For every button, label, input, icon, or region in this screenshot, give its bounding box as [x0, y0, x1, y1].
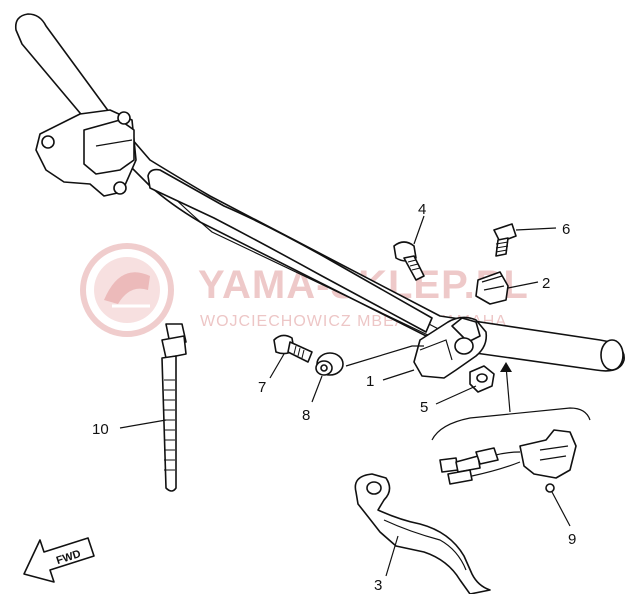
detail-bracket [431, 362, 591, 441]
callout-9: 9 [568, 531, 576, 548]
callout-10: 10 [92, 421, 109, 438]
callout-4: 4 [418, 201, 426, 218]
collar-8 [315, 352, 344, 376]
clamp-bracket [475, 271, 509, 305]
watermark-logo-icon [80, 243, 174, 337]
switch-detail [439, 429, 577, 493]
handlebar [14, 13, 625, 372]
callout-7: 7 [258, 379, 266, 396]
nut-5 [469, 365, 495, 393]
callout-6: 6 [562, 221, 570, 238]
bolt-6 [493, 223, 517, 257]
handlebar-clamp [35, 109, 137, 197]
lever [354, 473, 491, 594]
callout-labels: 1 2 3 4 5 6 7 8 9 10 [92, 201, 576, 594]
cable-tie [161, 323, 187, 492]
callout-8: 8 [302, 407, 310, 424]
lever-holder [413, 316, 488, 379]
callout-5: 5 [420, 399, 428, 416]
fwd-arrow-icon: FWD [23, 537, 95, 583]
callout-1: 1 [366, 373, 374, 390]
callout-3: 3 [374, 577, 382, 594]
bolt-7 [273, 334, 313, 363]
leader-lines [119, 215, 571, 577]
callout-2: 2 [542, 275, 550, 292]
bolt-4 [393, 241, 425, 281]
